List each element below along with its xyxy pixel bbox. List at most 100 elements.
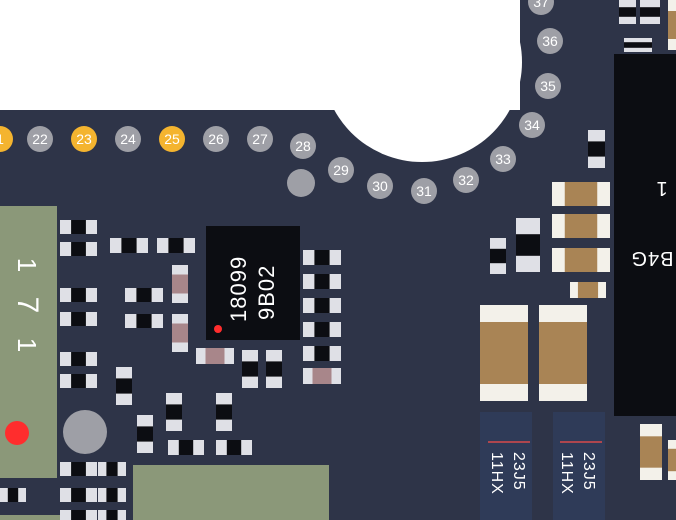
smd-resistor	[166, 393, 182, 431]
pad-label: 23	[76, 131, 92, 147]
smd-capacitor	[552, 248, 610, 272]
smd-capacitor	[668, 0, 676, 50]
smd-resistor	[640, 0, 660, 24]
pad-label: 32	[458, 172, 474, 188]
pad-32: 32	[453, 167, 479, 193]
smd-resistor	[110, 238, 148, 253]
pad-label: 31	[416, 183, 432, 199]
smd-capacitor	[640, 424, 662, 480]
smd-resistor	[0, 488, 26, 502]
pad-label: 36	[542, 33, 558, 49]
smd-resistor	[60, 242, 97, 256]
right-chip-label: B4G	[630, 247, 673, 269]
smd-resistor	[60, 288, 97, 302]
pad-37: 37	[528, 0, 554, 15]
smd-capacitor	[303, 368, 341, 384]
smd-resistor	[60, 488, 97, 502]
smd-capacitor	[172, 314, 188, 352]
smd-capacitor	[172, 265, 188, 303]
smd-resistor	[60, 374, 97, 388]
pad-label: 27	[252, 131, 268, 147]
pad-label: 26	[208, 131, 224, 147]
smd-resistor	[157, 238, 195, 253]
smd-resistor	[60, 352, 97, 366]
inductor-2-line2: 11HX	[558, 452, 575, 495]
pad-30: 30	[367, 173, 393, 199]
pad-26: 26	[203, 126, 229, 152]
main-ic: 18099 9B02	[206, 226, 300, 340]
main-ic-line1: 18099	[226, 256, 251, 322]
pad-23: 23	[71, 126, 97, 152]
pad-31: 31	[411, 178, 437, 204]
smd-resistor	[216, 393, 232, 431]
pad-label: 1	[0, 131, 4, 147]
pad-36: 36	[537, 28, 563, 54]
pad-34: 34	[519, 112, 545, 138]
right-chip: 1 B4G	[614, 54, 676, 416]
pad-label: 25	[164, 131, 180, 147]
pad-33: 33	[490, 146, 516, 172]
test-pad	[63, 410, 107, 454]
inductor-2: 23J5 11HX	[553, 412, 605, 520]
smd-resistor	[60, 312, 97, 326]
smd-capacitor	[196, 348, 234, 364]
smd-resistor	[516, 218, 540, 272]
smd-resistor	[125, 288, 163, 302]
bottom-left-module	[0, 515, 80, 520]
left-module-label-2: 7	[11, 297, 44, 314]
smd-resistor	[303, 250, 341, 265]
pad-29: 29	[328, 157, 354, 183]
smd-resistor	[588, 130, 605, 168]
pad-22: 22	[27, 126, 53, 152]
right-chip-label-top: 1	[656, 177, 667, 199]
smd-resistor	[98, 488, 126, 502]
pads: 1 22 23 24 25 26 27 28 29 30 31 32 33 34 35 36 37	[0, 0, 563, 204]
smd-resistor	[490, 238, 506, 274]
pad-27: 27	[247, 126, 273, 152]
smd-resistor	[242, 350, 258, 388]
inductor-1: 23J5 11HX	[480, 412, 532, 520]
inductor-2-line1: 23J5	[580, 452, 597, 491]
pad-35: 35	[535, 73, 561, 99]
pad-label: 22	[32, 131, 48, 147]
pad-unlabeled	[287, 169, 315, 197]
left-module-label-1: 1	[12, 258, 42, 272]
left-module: 1 7 1	[0, 206, 57, 478]
inductor-1-line1: 23J5	[510, 452, 527, 491]
red-marker	[5, 421, 29, 445]
pad-28: 28	[290, 133, 316, 159]
pad-1: 1	[0, 126, 13, 152]
pad-label: 30	[372, 178, 388, 194]
pin1-marker	[214, 325, 222, 333]
smd-resistor	[168, 440, 204, 455]
pad-label: 29	[333, 162, 349, 178]
smd-resistor	[624, 38, 652, 52]
pad-label: 28	[295, 138, 311, 154]
smd-resistor	[60, 462, 97, 476]
main-ic-line2: 9B02	[254, 265, 279, 320]
large-capacitor-2	[539, 305, 587, 401]
smd-resistor	[98, 510, 126, 520]
smd-resistor	[303, 346, 341, 361]
pad-label: 24	[120, 131, 136, 147]
smd-capacitor	[552, 182, 610, 206]
bottom-module	[133, 465, 329, 520]
smd-capacitor	[668, 440, 676, 480]
smd-capacitor	[570, 282, 606, 298]
smd-resistor	[116, 367, 132, 405]
smd-capacitor	[552, 214, 610, 238]
pad-label: 33	[495, 151, 511, 167]
smd-resistor	[266, 350, 282, 388]
smd-resistor	[98, 462, 126, 476]
smd-resistor	[303, 274, 341, 289]
left-module-label-3: 1	[12, 338, 42, 352]
large-capacitor-1	[480, 305, 528, 401]
pad-24: 24	[115, 126, 141, 152]
smd-resistor	[125, 314, 163, 328]
pad-label: 34	[524, 117, 540, 133]
board-cutout	[0, 0, 522, 162]
pad-25: 25	[159, 126, 185, 152]
smd-resistor	[60, 220, 97, 234]
smd-resistor	[137, 415, 153, 453]
